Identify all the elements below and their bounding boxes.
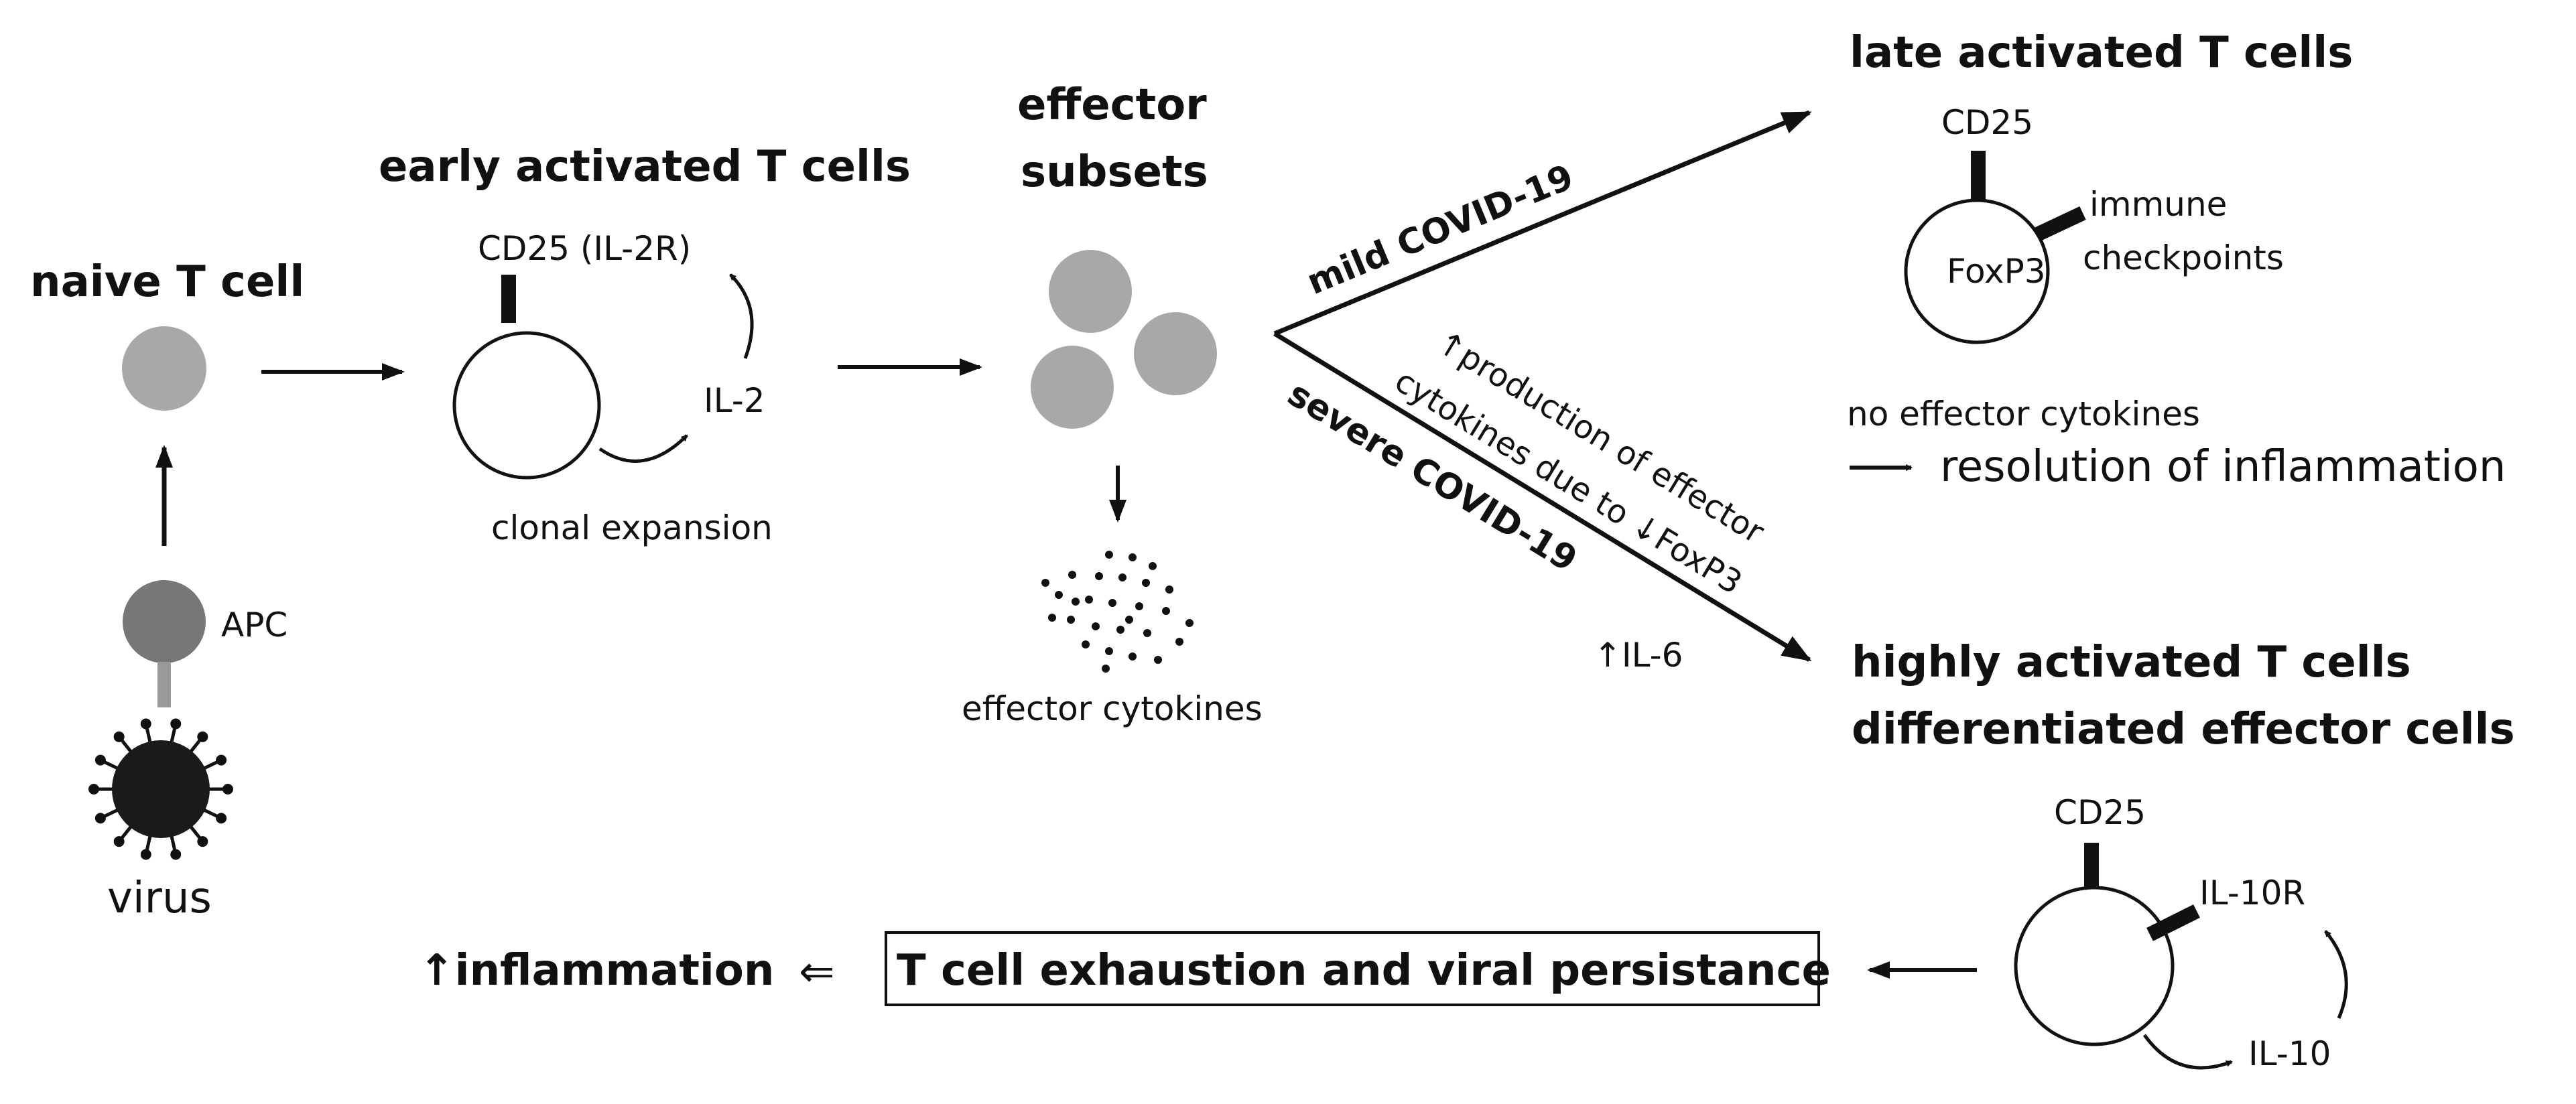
il2-to-receptor-arrow (729, 273, 754, 359)
late-t-cell (1904, 198, 2050, 344)
il2-loop-arrow (598, 434, 688, 463)
apc-cell (123, 580, 206, 663)
high-title-line1: highly activated T cells (1852, 638, 2411, 687)
effector-cell-top (1049, 250, 1132, 333)
effector-cytokines-label: effector cytokines (962, 689, 1263, 728)
inflammation-label: ↑inflammation (419, 946, 774, 995)
il6-label: ↑IL-6 (1594, 636, 1683, 675)
high-title-line2: differentiated effector cells (1852, 705, 2515, 754)
effector-cell-right (1134, 312, 1217, 395)
late-cd25-receptor (1971, 151, 1986, 206)
il10-label: IL-10 (2248, 1034, 2331, 1073)
late-cd25-label: CD25 (1941, 103, 2033, 142)
il10-to-receptor-arrow (2324, 930, 2348, 1019)
apc-stalk (157, 662, 171, 707)
effector-title-line1: effector (1017, 80, 1207, 130)
early-t-cell (452, 331, 601, 480)
exhaustion-label: T cell exhaustion and viral persistance (897, 946, 1831, 995)
apc-label: APC (221, 606, 287, 644)
early-title: early activated T cells (379, 142, 911, 192)
naive-t-cell (122, 326, 206, 411)
early-cd25-label: CD25 (IL-2R) (478, 229, 691, 268)
virus-label: virus (107, 874, 212, 923)
checkpoint-receptor (2034, 206, 2086, 241)
clonal-expansion-label: clonal expansion (491, 508, 773, 547)
no-effector-cytokines-label: no effector cytokines (1847, 395, 2200, 433)
il10r-receptor (2146, 904, 2200, 941)
il10-loop-arrow (2142, 1034, 2233, 1070)
exhaustion-box (885, 931, 1820, 1006)
checkpoints-label-line1: immune (2089, 185, 2227, 224)
high-cd25-receptor (2084, 843, 2099, 896)
effector-title-line2: subsets (1021, 147, 1208, 197)
naive-title: naive T cell (30, 257, 304, 307)
early-il2-label: IL-2 (704, 381, 765, 420)
resolution-label: resolution of inflammation (1940, 442, 2506, 492)
effector-cell-left (1031, 346, 1114, 429)
mild-branch-arrow (1273, 110, 1812, 336)
checkpoints-label-line2: checkpoints (2083, 238, 2284, 277)
high-t-cell (2014, 886, 2175, 1046)
late-title: late activated T cells (1850, 28, 2353, 78)
foxp3-label: FoxP3 (1947, 252, 2046, 291)
early-cd25-receptor (501, 275, 516, 323)
severe-branch-arrow (1273, 332, 1812, 662)
cytokine-dots (1041, 551, 1194, 673)
il10r-label: IL-10R (2199, 874, 2305, 912)
high-cd25-label: CD25 (2054, 793, 2146, 832)
virus-icon (88, 718, 233, 860)
implies-symbol: ⇐ (799, 947, 835, 997)
mild-covid-label: mild COVID-19 (1301, 157, 1579, 303)
